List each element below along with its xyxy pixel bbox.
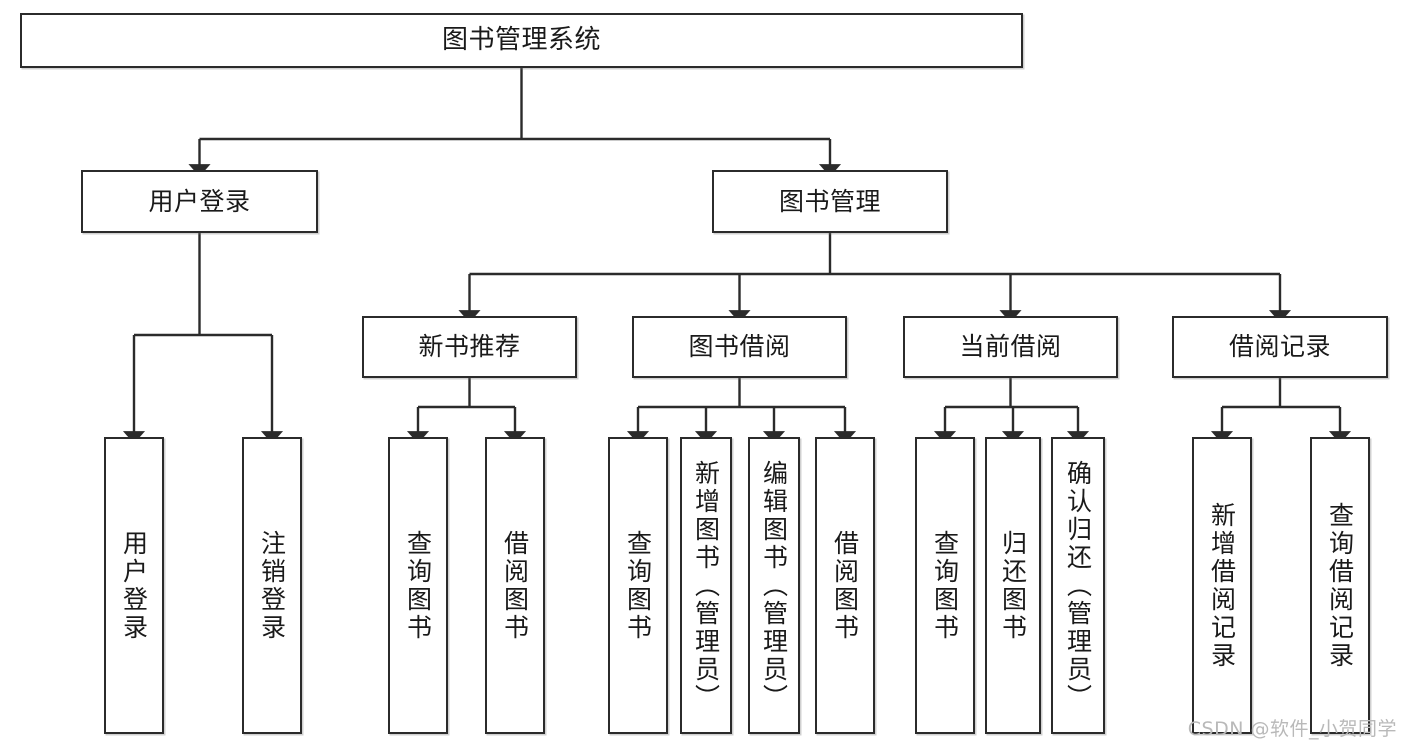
node-newbook[interactable]: 新书推荐 [362, 316, 577, 378]
node-label: 注销登录 [257, 529, 287, 642]
node-l-edit[interactable]: 编辑图书（管理员） [748, 437, 800, 734]
node-label: 新增图书（管理员） [691, 459, 721, 712]
node-label: 用户登录 [148, 186, 251, 216]
node-borrow[interactable]: 图书借阅 [632, 316, 847, 378]
node-label: 图书管理 [778, 186, 881, 216]
node-bookmgmt[interactable]: 图书管理 [712, 170, 948, 233]
node-label: 编辑图书（管理员） [759, 459, 789, 712]
node-label: 查询图书 [403, 529, 433, 642]
node-label: 借阅图书 [500, 529, 530, 642]
node-l-addrec[interactable]: 新增借阅记录 [1192, 437, 1252, 734]
node-l-query2[interactable]: 查询图书 [608, 437, 668, 734]
node-l-query1[interactable]: 查询图书 [388, 437, 448, 734]
node-l-query3[interactable]: 查询图书 [915, 437, 975, 734]
node-l-add[interactable]: 新增图书（管理员） [680, 437, 732, 734]
node-label: 图书管理系统 [441, 25, 601, 56]
node-l-return[interactable]: 归还图书 [985, 437, 1041, 734]
node-label: 查询借阅记录 [1325, 501, 1355, 670]
node-label: 当前借阅 [959, 332, 1062, 362]
node-label: 借阅记录 [1228, 332, 1331, 362]
node-records[interactable]: 借阅记录 [1172, 316, 1388, 378]
node-current[interactable]: 当前借阅 [903, 316, 1118, 378]
node-l-queryrec[interactable]: 查询借阅记录 [1310, 437, 1370, 734]
node-l-borrow2[interactable]: 借阅图书 [815, 437, 875, 734]
node-l-login[interactable]: 用户登录 [104, 437, 164, 734]
node-login[interactable]: 用户登录 [81, 170, 318, 233]
node-label: 图书借阅 [688, 332, 791, 362]
node-l-borrow1[interactable]: 借阅图书 [485, 437, 545, 734]
node-label: 查询图书 [930, 529, 960, 642]
node-label: 确认归还（管理员） [1063, 459, 1093, 712]
node-label: 查询图书 [623, 529, 653, 642]
node-label: 借阅图书 [830, 529, 860, 642]
watermark-text: CSDN @软件_小贺同学 [1187, 718, 1397, 740]
node-root[interactable]: 图书管理系统 [20, 13, 1023, 68]
node-label: 新书推荐 [418, 332, 521, 362]
node-label: 新增借阅记录 [1207, 501, 1237, 670]
node-l-confirm[interactable]: 确认归还（管理员） [1051, 437, 1105, 734]
node-label: 归还图书 [998, 529, 1028, 642]
node-label: 用户登录 [119, 529, 149, 642]
node-l-logout[interactable]: 注销登录 [242, 437, 302, 734]
